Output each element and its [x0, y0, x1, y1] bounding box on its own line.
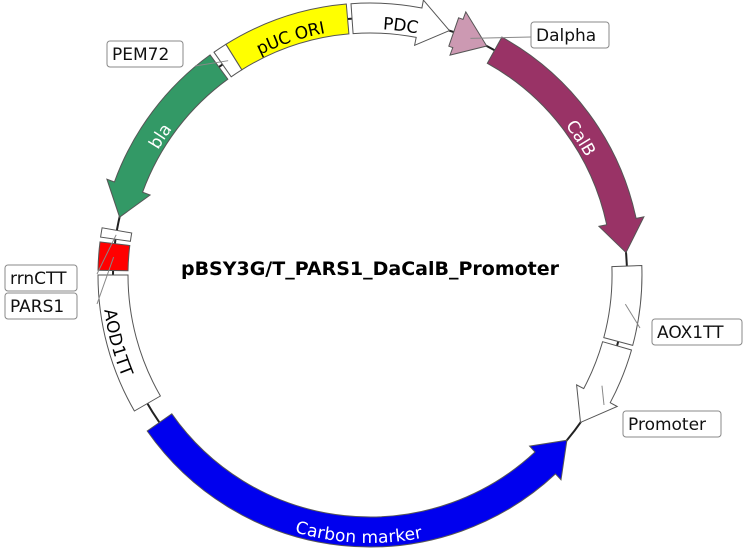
label-promoter: Promoter	[622, 410, 722, 438]
leader-pars1	[96, 256, 115, 305]
feature-carbon-marker[interactable]	[146, 413, 568, 548]
label-text-aox1tt: AOX1TT	[657, 323, 724, 343]
label-box-promoter	[622, 410, 722, 438]
feature-dalpha[interactable]	[448, 10, 488, 56]
label-rrnctt: rrnCTT	[4, 264, 78, 292]
feature-bla[interactable]	[106, 54, 229, 219]
leader-pem72	[194, 60, 229, 67]
leaders-layer	[96, 36, 641, 406]
feature-calb[interactable]	[486, 36, 645, 254]
feature-aox1tt[interactable]	[603, 264, 643, 347]
label-dalpha: Dalpha	[530, 21, 610, 49]
leader-aox1tt	[624, 303, 641, 329]
label-text-pem72: PEM72	[112, 45, 169, 65]
feature-promoter[interactable]	[576, 341, 633, 424]
feature-label-pdc: PDC	[382, 14, 419, 38]
label-box-dalpha	[530, 21, 610, 49]
label-pars1: PARS1	[4, 292, 78, 320]
feature-pars1[interactable]	[97, 241, 131, 272]
label-text-dalpha: Dalpha	[536, 26, 596, 46]
feature-pdc[interactable]	[350, 0, 451, 47]
feature-puc-ori[interactable]	[225, 3, 350, 71]
label-box-rrnctt	[4, 264, 78, 292]
leader-dalpha	[470, 36, 532, 39]
feature-rrnctt[interactable]	[100, 227, 133, 242]
label-box-pars1	[4, 292, 78, 320]
label-text-pars1: PARS1	[10, 297, 64, 317]
label-box-aox1tt	[651, 318, 743, 346]
label-box-pem72	[106, 40, 184, 68]
leader-promoter	[601, 385, 605, 406]
label-text-promoter: Promoter	[628, 415, 706, 435]
label-text-rrnctt: rrnCTT	[10, 269, 67, 289]
plasmid-title: pBSY3G/T_PARS1_DaCalB_Promoter	[181, 258, 560, 280]
leader-rrnctt	[96, 234, 117, 275]
feature-aod1tt[interactable]	[97, 274, 162, 412]
label-pem72: PEM72	[106, 40, 184, 68]
label-aox1tt: AOX1TT	[651, 318, 743, 346]
